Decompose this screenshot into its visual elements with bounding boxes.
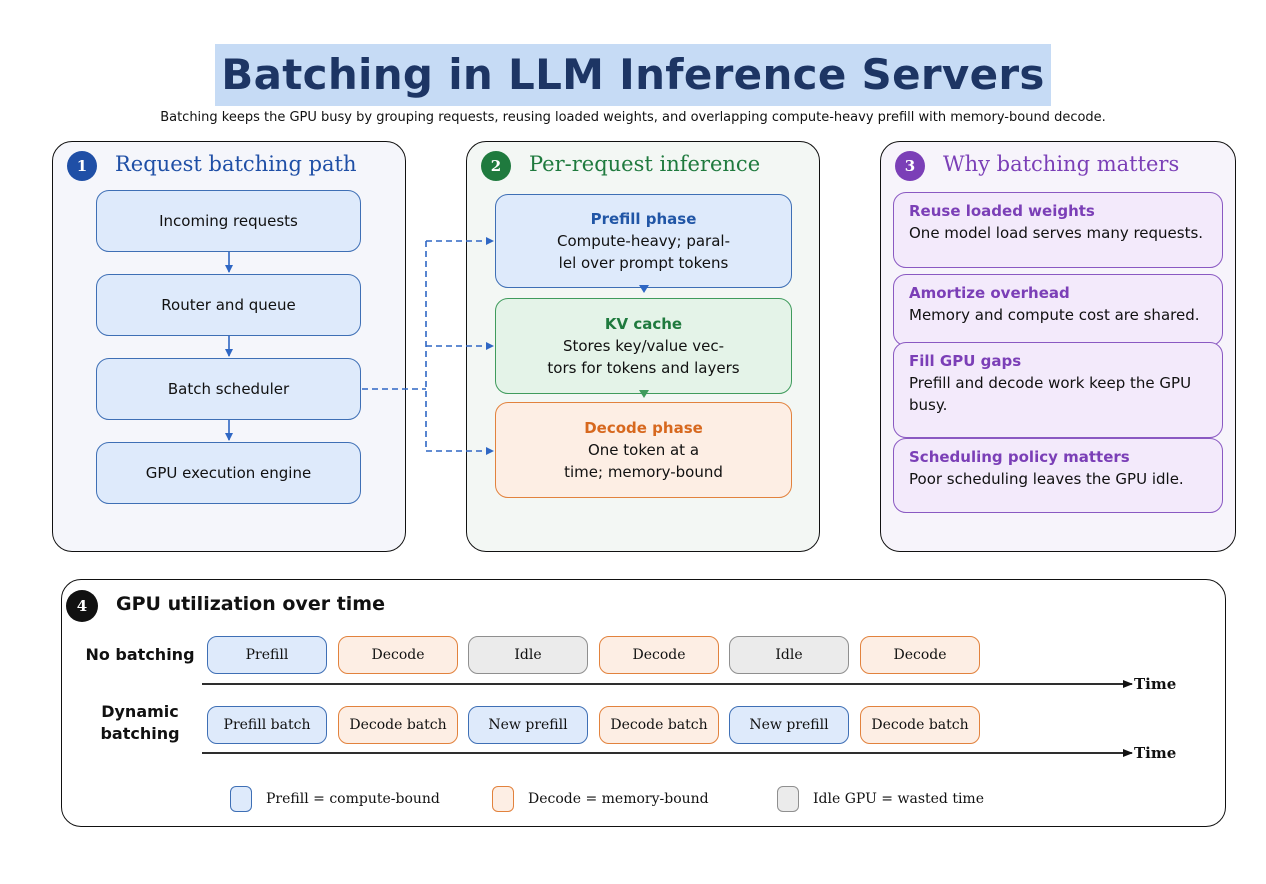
legend-swatch-idle [777, 786, 799, 812]
row-label-line: No batching [85, 645, 195, 664]
legend-decode: Decode = memory-bound [492, 786, 709, 812]
title-wrap: Batching in LLM Inference Servers [0, 44, 1266, 106]
panel-gpu-utilization [61, 579, 1226, 827]
why-item-text: Prefill and decode work keep the GPU bus… [909, 374, 1192, 414]
why-item-title: Amortize overhead [909, 284, 1070, 302]
row-label-dynamic-batching: Dynamic batching [80, 701, 200, 745]
legend-label: Decode = memory-bound [528, 791, 709, 807]
legend-label: Prefill = compute-bound [266, 791, 440, 807]
legend-prefill: Prefill = compute-bound [230, 786, 440, 812]
prefill-phase-title: Prefill phase [590, 210, 697, 228]
page-title: Batching in LLM Inference Servers [215, 44, 1051, 106]
why-item-title: Scheduling policy matters [909, 448, 1130, 466]
step-router-queue: Router and queue [96, 274, 361, 336]
kv-cache-text-1: Stores key/value vec- [562, 337, 725, 355]
timeline-segment-new-prefill: New prefill [729, 706, 849, 744]
step-incoming-requests: Incoming requests [96, 190, 361, 252]
panel1-title: Request batching path [115, 152, 357, 176]
step-label: Incoming requests [159, 212, 298, 230]
timeline-segment-decode-batch: Decode batch [599, 706, 719, 744]
timeline-segment-decode: Decode [860, 636, 980, 674]
legend-label: Idle GPU = wasted time [813, 791, 984, 807]
why-item-scheduling-policy: Scheduling policy matters Poor schedulin… [893, 438, 1223, 513]
prefill-phase-text-1: Compute-heavy; paral- [557, 232, 730, 250]
prefill-phase-box: Prefill phase Compute-heavy; paral- lel … [495, 194, 792, 288]
timeline-segment-idle: Idle [468, 636, 588, 674]
time-axis-label: Time [1134, 744, 1177, 762]
timeline-segment-decode-batch: Decode batch [860, 706, 980, 744]
kv-cache-title: KV cache [604, 315, 683, 333]
why-item-reuse-weights: Reuse loaded weights One model load serv… [893, 192, 1223, 268]
page-subtitle: Batching keeps the GPU busy by grouping … [160, 110, 1106, 125]
kv-cache-box: KV cache Stores key/value vec- tors for … [495, 298, 792, 394]
decode-phase-box: Decode phase One token at a time; memory… [495, 402, 792, 498]
timeline-segment-idle: Idle [729, 636, 849, 674]
panel1-number-badge: 1 [67, 151, 97, 181]
step-label: Batch scheduler [167, 380, 290, 398]
why-item-title: Reuse loaded weights [909, 202, 1095, 220]
step-batch-scheduler: Batch scheduler [96, 358, 361, 420]
timeline-segment-prefill-batch: Prefill batch [207, 706, 327, 744]
row-label-line: Dynamic [101, 702, 179, 721]
decode-phase-text-2: time; memory-bound [564, 463, 723, 481]
why-item-text: One model load serves many requests. [909, 224, 1204, 242]
panel4-number-badge: 4 [66, 590, 98, 622]
timeline-segment-decode-batch: Decode batch [338, 706, 458, 744]
step-gpu-execution-engine: GPU execution engine [96, 442, 361, 504]
panel4-title: GPU utilization over time [116, 593, 385, 615]
time-axis-label: Time [1134, 675, 1177, 693]
row-label-no-batching: No batching [80, 644, 200, 666]
prefill-phase-text-2: lel over prompt tokens [558, 254, 729, 272]
timeline-segment-decode: Decode [338, 636, 458, 674]
panel3-number-badge: 3 [895, 151, 925, 181]
timeline-segment-decode: Decode [599, 636, 719, 674]
why-item-text: Memory and compute cost are shared. [909, 306, 1200, 324]
why-item-fill-gpu-gaps: Fill GPU gaps Prefill and decode work ke… [893, 342, 1223, 438]
legend-idle: Idle GPU = wasted time [777, 786, 984, 812]
legend-swatch-prefill [230, 786, 252, 812]
panel3-title: Why batching matters [943, 152, 1180, 176]
why-item-text: Poor scheduling leaves the GPU idle. [909, 470, 1184, 488]
timeline-segment-prefill: Prefill [207, 636, 327, 674]
row-label-line: batching [100, 724, 180, 743]
step-label: Router and queue [161, 296, 296, 314]
step-label: GPU execution engine [145, 464, 312, 482]
why-item-amortize-overhead: Amortize overhead Memory and compute cos… [893, 274, 1223, 346]
decode-phase-text-1: One token at a [587, 441, 700, 459]
panel2-number-badge: 2 [481, 151, 511, 181]
legend-swatch-decode [492, 786, 514, 812]
timeline-segment-new-prefill: New prefill [468, 706, 588, 744]
kv-cache-text-2: tors for tokens and layers [547, 359, 740, 377]
decode-phase-title: Decode phase [584, 419, 703, 437]
panel2-title: Per-request inference [529, 152, 761, 176]
why-item-title: Fill GPU gaps [909, 352, 1022, 370]
